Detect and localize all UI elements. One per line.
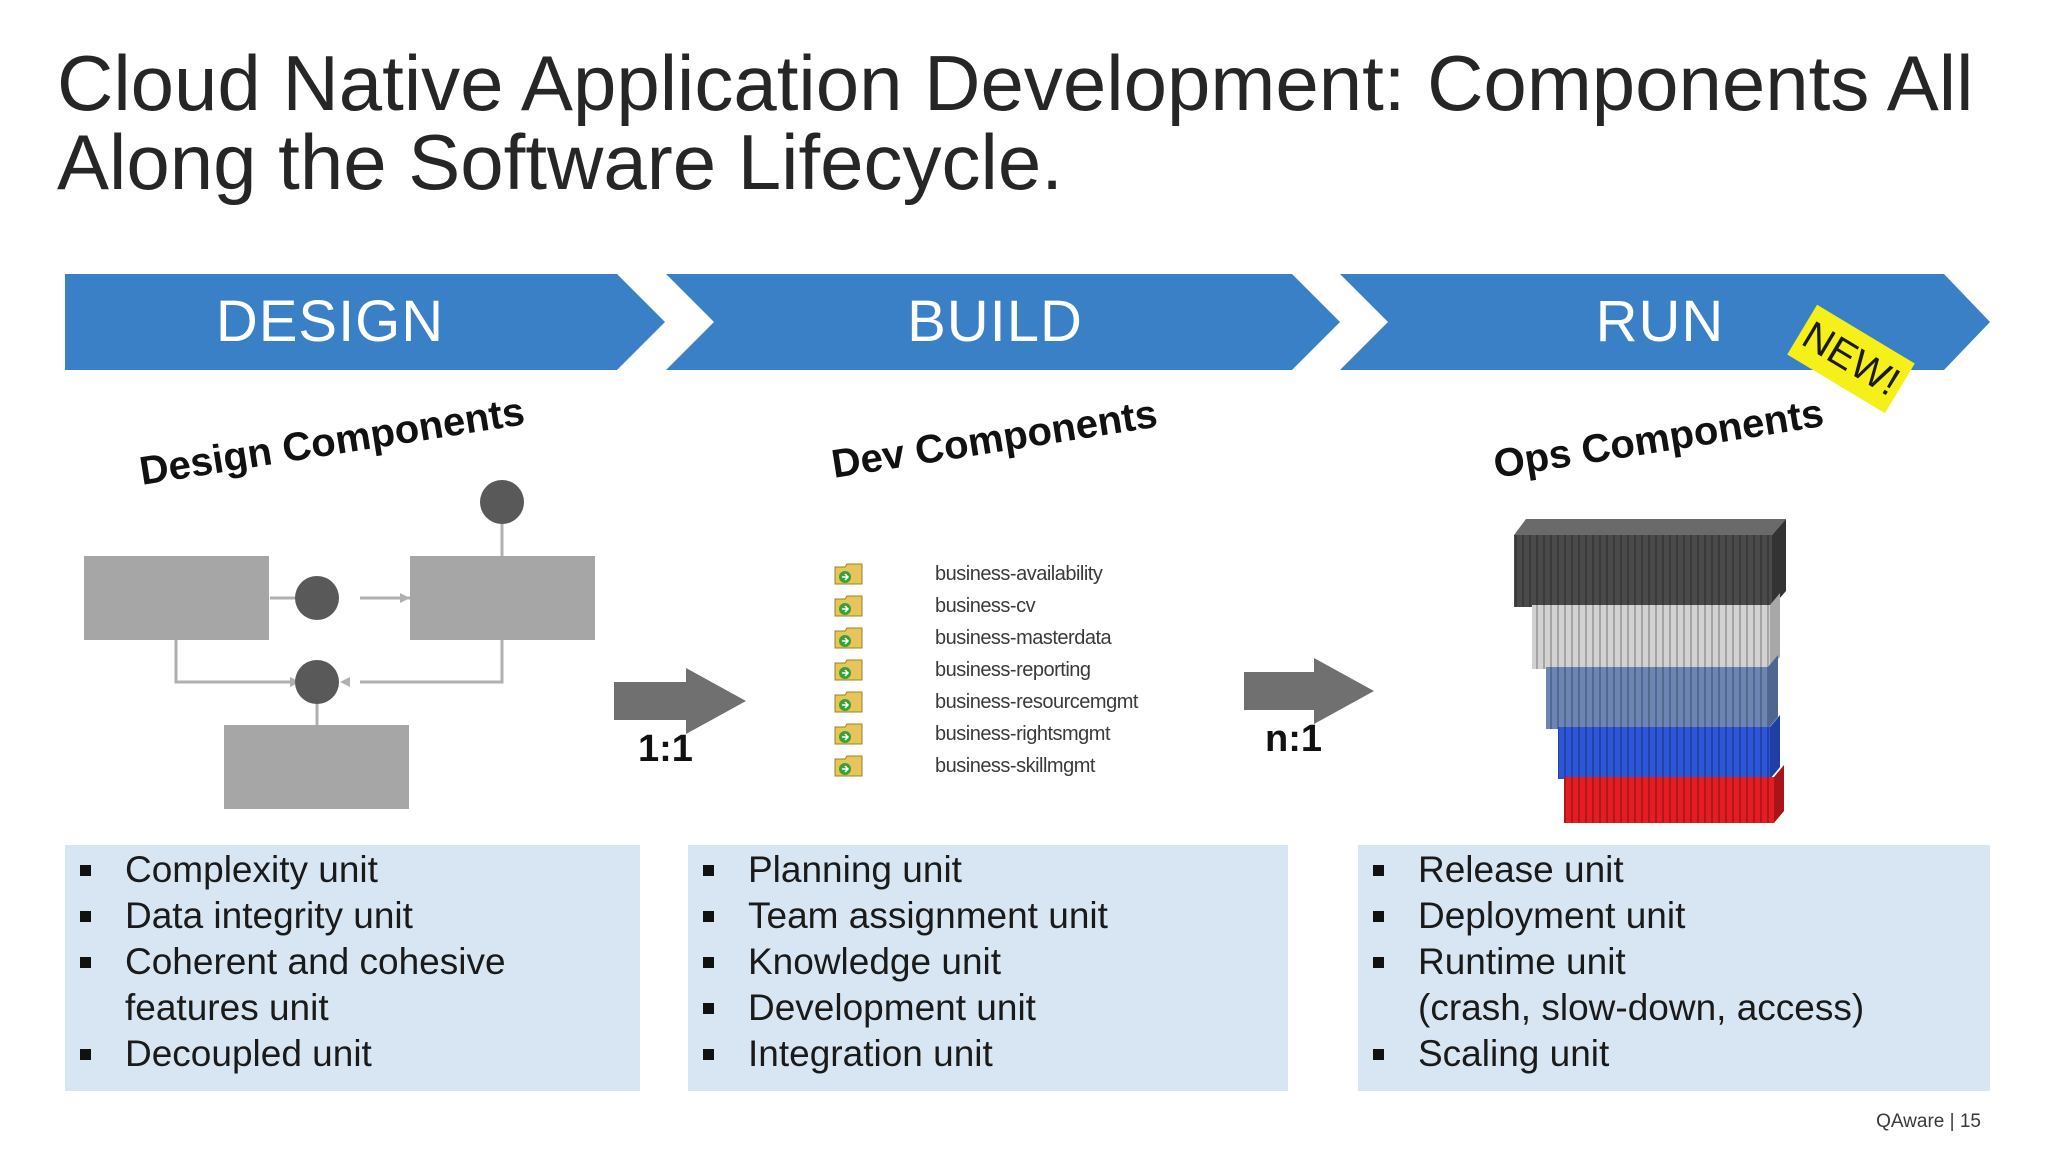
list-item: Integration unit [688, 1031, 1288, 1077]
list-item: Release unit [1358, 847, 1990, 893]
list-item: business-masterdata [834, 622, 1174, 654]
ratio-design-to-dev: 1:1 [638, 728, 693, 770]
slide-footer: QAware | 15 [1876, 1111, 1981, 1132]
page-number: 15 [1959, 1111, 1981, 1132]
build-properties-list: Planning unit Team assignment unit Knowl… [688, 847, 1288, 1077]
phase-run-label: RUN [1595, 289, 1725, 354]
list-item: Coherent and cohesive [65, 939, 640, 985]
design-box-left [84, 556, 269, 640]
list-item: Deployment unit [1358, 893, 1990, 939]
project-folder-icon [834, 627, 863, 649]
list-item-continuation: features unit [125, 987, 329, 1028]
list-item-continuation: (crash, slow-down, access) [1418, 987, 1865, 1028]
list-item: Team assignment unit [688, 893, 1288, 939]
design-box-bottom [224, 725, 409, 809]
container-steel-blue [1546, 655, 1778, 729]
slide-title: Cloud Native Application Development: Co… [57, 39, 1974, 206]
list-item: business-reporting [834, 654, 1174, 686]
module-name: business-reporting [935, 659, 1091, 681]
run-properties-list: Release unit Deployment unit Runtime uni… [1358, 847, 1990, 1077]
project-folder-icon [834, 659, 863, 681]
list-item: business-resourcemgmt [834, 686, 1174, 718]
list-item: business-cv [834, 590, 1174, 622]
run-properties-box: Release unit Deployment unit Runtime uni… [1358, 845, 1990, 1091]
ops-components-heading: Ops Components [1490, 391, 1827, 487]
project-folder-icon [834, 595, 863, 617]
list-item: Complexity unit [65, 847, 640, 893]
module-name: business-availability [935, 563, 1103, 585]
design-diagram [84, 480, 595, 809]
module-name: business-cv [935, 595, 1036, 617]
list-item: Data integrity unit [65, 893, 640, 939]
project-folder-icon [834, 723, 863, 745]
footer-brand: QAware [1876, 1111, 1945, 1132]
build-properties-box: Planning unit Team assignment unit Knowl… [688, 845, 1288, 1091]
list-item: Knowledge unit [688, 939, 1288, 985]
module-name: business-resourcemgmt [935, 691, 1138, 713]
list-item: Runtime unit [1358, 939, 1990, 985]
ratio-dev-to-ops: n:1 [1265, 718, 1322, 760]
module-name: business-masterdata [935, 627, 1112, 649]
container-blue [1558, 715, 1780, 779]
container-red [1564, 765, 1784, 823]
dev-module-list: business-availability business-cv busine… [834, 558, 1174, 782]
module-name: business-rightsmgmt [935, 723, 1111, 745]
list-item: business-rightsmgmt [834, 718, 1174, 750]
project-folder-icon [834, 563, 863, 585]
list-item: Planning unit [688, 847, 1288, 893]
design-properties-box: Complexity unit Data integrity unit Cohe… [65, 845, 640, 1091]
design-properties-list: Complexity unit Data integrity unit Cohe… [65, 847, 640, 1077]
project-folder-icon [834, 755, 863, 777]
phase-design-label: DESIGN [215, 289, 445, 354]
dev-components-heading: Dev Components [828, 391, 1161, 487]
container-dark [1514, 519, 1786, 607]
design-to-dev-arrow [614, 668, 746, 734]
project-folder-icon [834, 691, 863, 713]
list-item: Development unit [688, 985, 1288, 1031]
design-box-right [410, 556, 595, 640]
list-item: Decoupled unit [65, 1031, 640, 1077]
module-name: business-skillmgmt [935, 755, 1095, 777]
container-stack-image [1514, 519, 1786, 823]
phase-build-label: BUILD [907, 289, 1083, 354]
list-item: business-skillmgmt [834, 750, 1174, 782]
list-item: business-availability [834, 558, 1174, 590]
list-item: Scaling unit [1358, 1031, 1990, 1077]
dev-to-ops-arrow [1244, 658, 1374, 724]
container-light [1532, 593, 1780, 669]
